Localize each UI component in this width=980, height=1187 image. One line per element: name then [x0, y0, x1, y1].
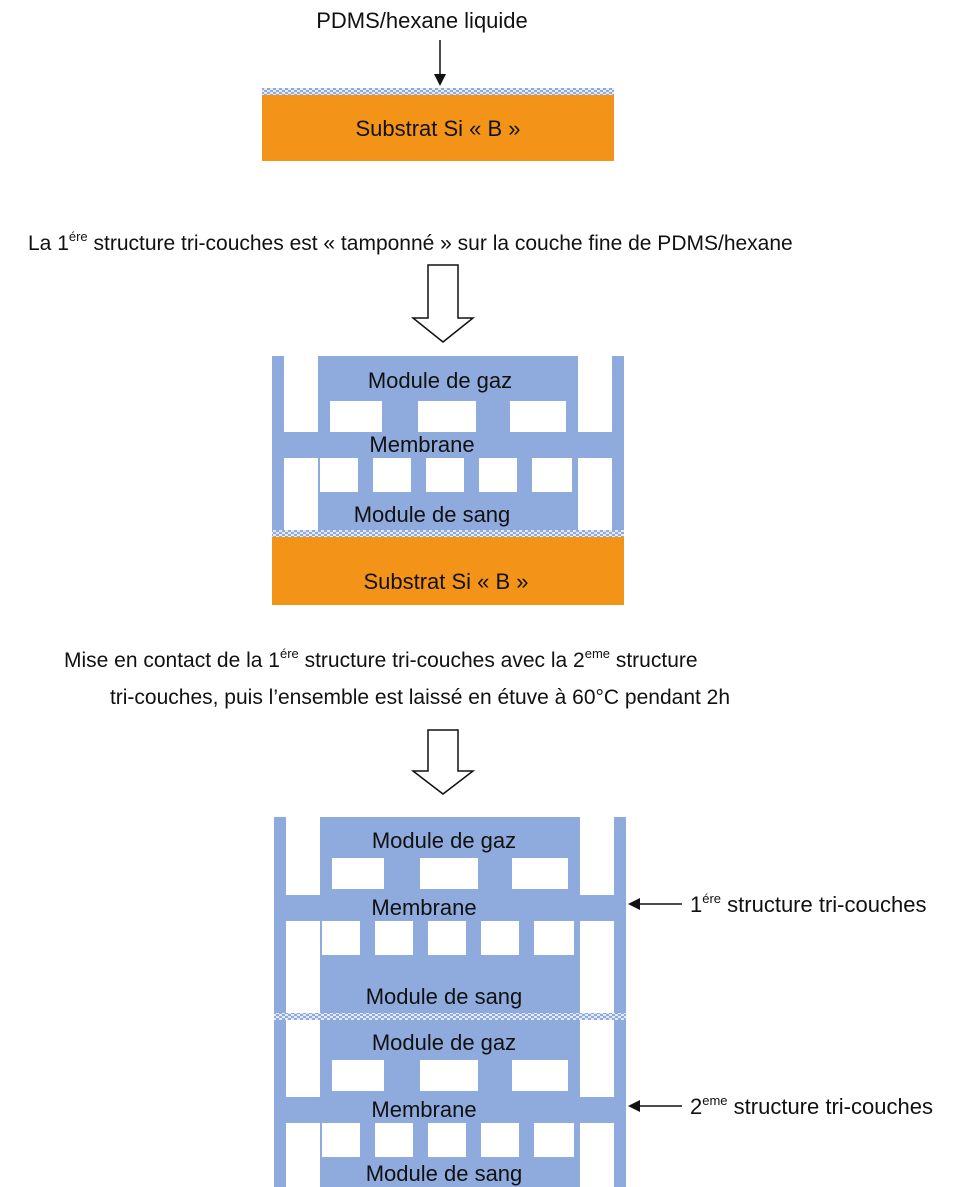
left-arrow-icon — [628, 1100, 640, 1112]
step-2: Module de gaz Membrane Module de sang Su… — [64, 356, 730, 795]
side-gap — [580, 817, 614, 895]
gas-module-label: Module de gaz — [368, 368, 512, 393]
gas-channel — [512, 858, 568, 889]
blood-channel — [322, 921, 360, 955]
substrate-label: Substrat Si « B » — [363, 569, 528, 594]
blood-module-label: Module de sang — [354, 502, 511, 527]
left-arrow-icon — [628, 898, 640, 910]
gas-channel — [330, 401, 382, 432]
substrate-label: Substrat Si « B » — [355, 116, 520, 141]
blood-channel — [481, 921, 519, 955]
blood-channel — [375, 921, 413, 955]
gas-channel — [420, 858, 478, 889]
blood-channel — [322, 1123, 360, 1157]
down-arrow-icon — [434, 40, 446, 86]
blood-channel — [428, 921, 466, 955]
blood-module-label: Module de sang — [366, 1161, 523, 1186]
side-gap — [286, 921, 320, 1013]
step-2-caption-line-2: tri-couches, puis l’ensemble est laissé … — [110, 686, 730, 709]
svg-text:1ére structure tri-couches: 1ére structure tri-couches — [690, 891, 926, 917]
first-tri-layer-structure: Module de gaz Membrane Module de sang — [274, 817, 626, 1013]
blood-channel — [428, 1123, 466, 1157]
left-wall — [274, 817, 286, 1187]
gas-module-label: Module de gaz — [372, 1030, 516, 1055]
side-gap — [580, 921, 614, 1013]
gas-module-label: Module de gaz — [372, 828, 516, 853]
membrane — [272, 432, 624, 458]
second-tri-layer-structure: Module de gaz Membrane Module de sang — [274, 1020, 626, 1187]
substrate-si-b — [272, 537, 624, 605]
gas-channel — [512, 1060, 568, 1091]
gas-channel — [418, 401, 476, 432]
membrane — [274, 895, 626, 921]
side-gap — [286, 817, 320, 895]
gas-channel — [420, 1060, 478, 1091]
pdms-hexane-bond-layer — [274, 1013, 626, 1020]
side-gap — [284, 458, 318, 530]
blood-channel — [532, 458, 572, 492]
substrate-si-b — [262, 95, 614, 161]
hollow-down-arrow-icon — [410, 729, 476, 795]
blood-channel — [534, 921, 574, 955]
membrane-label: Membrane — [371, 895, 476, 920]
side-gap — [286, 1020, 320, 1097]
annotation-second-structure: 2eme structure tri-couches — [628, 1093, 933, 1119]
gas-channel — [332, 858, 384, 889]
pdms-hexane-film — [262, 88, 614, 95]
step-3: Module de gaz Membrane Module de sang Mo… — [274, 817, 933, 1187]
side-gap — [580, 1123, 614, 1187]
blood-channel — [373, 458, 411, 492]
gas-channel — [510, 401, 566, 432]
side-gap — [286, 1123, 320, 1187]
hollow-down-arrow-icon — [410, 264, 476, 343]
gas-channel — [332, 1060, 384, 1091]
tri-layer-structure: Module de gaz Membrane Module de sang — [272, 356, 624, 530]
pdms-hexane-film — [272, 530, 624, 537]
blood-module-label: Module de sang — [366, 984, 523, 1009]
membrane-label: Membrane — [371, 1097, 476, 1122]
blood-channel — [426, 458, 464, 492]
side-gap — [580, 1020, 614, 1097]
blood-channel — [320, 458, 358, 492]
membrane-label: Membrane — [369, 432, 474, 457]
step-2-caption-line-1: Mise en contact de la 1ére structure tri… — [64, 646, 698, 672]
step-1-caption: La 1ére structure tri-couches est « tamp… — [28, 229, 793, 255]
side-gap — [578, 458, 612, 530]
blood-channel — [375, 1123, 413, 1157]
pdms-hexane-label: PDMS/hexane liquide — [316, 8, 528, 33]
blood-channel — [481, 1123, 519, 1157]
right-wall — [614, 817, 626, 1187]
blood-channel — [534, 1123, 574, 1157]
membrane — [274, 1097, 626, 1123]
blood-channel — [479, 458, 517, 492]
svg-text:2eme structure tri-couches: 2eme structure tri-couches — [690, 1093, 933, 1119]
annotation-first-structure: 1ére structure tri-couches — [628, 891, 926, 917]
step-1: PDMS/hexane liquide Substrat Si « B » La… — [28, 8, 793, 343]
